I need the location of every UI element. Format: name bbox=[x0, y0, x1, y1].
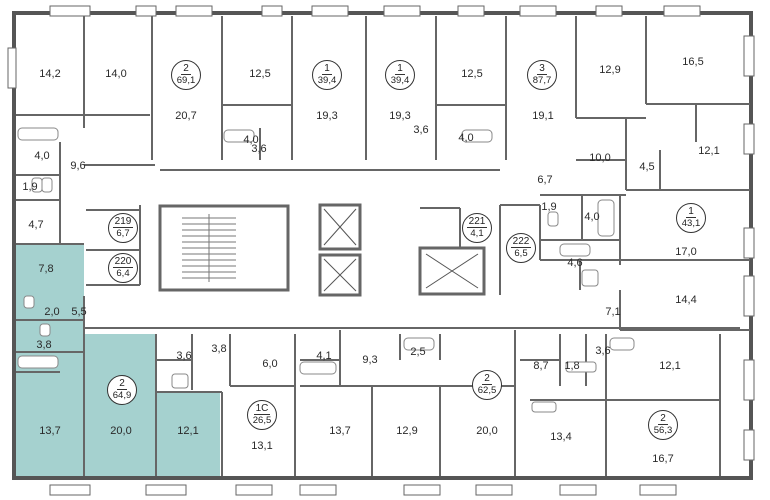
apartment-area: 39,4 bbox=[390, 75, 410, 86]
apartment-type: 220 bbox=[112, 256, 134, 268]
apartment-area: 6,5 bbox=[514, 248, 528, 259]
apartment-type: 1 bbox=[322, 63, 332, 75]
room-area: 19,3 bbox=[389, 110, 411, 122]
room-area: 20,0 bbox=[110, 425, 132, 437]
room-area: 7,8 bbox=[38, 263, 54, 275]
apartment-area: 43,1 bbox=[681, 218, 701, 229]
apartment-area: 26,5 bbox=[252, 415, 272, 426]
room-area: 4,0 bbox=[34, 150, 50, 162]
room-area: 4,0 bbox=[458, 132, 474, 144]
room-area: 4,0 bbox=[584, 211, 600, 223]
elevator-shafts bbox=[323, 208, 479, 292]
apartment-area: 62,5 bbox=[477, 385, 497, 396]
apartment-area: 69,1 bbox=[176, 75, 196, 86]
apartment-type: 2 bbox=[181, 63, 191, 75]
room-area: 2,5 bbox=[410, 346, 426, 358]
room-area: 16,5 bbox=[682, 56, 704, 68]
apartment-type: 2 bbox=[117, 378, 127, 390]
room-area: 1,9 bbox=[22, 181, 38, 193]
room-area: 3,6 bbox=[413, 124, 429, 136]
room-area: 6,7 bbox=[537, 174, 553, 186]
room-area: 14,0 bbox=[105, 68, 127, 80]
apartment-area: 39,4 bbox=[317, 75, 337, 86]
room-area: 9,6 bbox=[70, 160, 86, 172]
room-area: 4,7 bbox=[28, 219, 44, 231]
apartment-area: 6,7 bbox=[116, 228, 130, 239]
room-area: 14,2 bbox=[39, 68, 61, 80]
apartment-type: 1С bbox=[253, 403, 271, 415]
room-area: 20,0 bbox=[476, 425, 498, 437]
room-area: 8,7 bbox=[533, 360, 549, 372]
room-area: 19,1 bbox=[532, 110, 554, 122]
apartment-type: 2 bbox=[658, 413, 668, 425]
windows bbox=[7, 5, 755, 496]
room-area: 4,5 bbox=[639, 161, 655, 173]
apartment-area: 87,7 bbox=[532, 75, 552, 86]
apartment-type: 1 bbox=[686, 206, 696, 218]
room-area: 16,7 bbox=[652, 453, 674, 465]
room-area: 13,1 bbox=[251, 440, 273, 452]
room-area: 3,8 bbox=[36, 339, 52, 351]
room-area: 2,0 bbox=[44, 306, 60, 318]
apartment-area: 6,4 bbox=[116, 268, 130, 279]
room-area: 12,5 bbox=[461, 68, 483, 80]
room-area: 12,5 bbox=[249, 68, 271, 80]
room-area: 3,6 bbox=[176, 350, 192, 362]
apartment-type: 2 bbox=[482, 373, 492, 385]
apartment-area: 4,1 bbox=[470, 228, 484, 239]
room-area: 3,6 bbox=[251, 143, 267, 155]
room-area: 12,1 bbox=[659, 360, 681, 372]
room-area: 12,1 bbox=[698, 145, 720, 157]
highlighted-apartment[interactable] bbox=[16, 244, 220, 476]
fixtures bbox=[17, 127, 635, 413]
interior-walls bbox=[16, 16, 750, 476]
room-area: 3,6 bbox=[595, 345, 611, 357]
room-area: 4,0 bbox=[243, 134, 259, 146]
room-area: 17,0 bbox=[675, 246, 697, 258]
apartment-type: 3 bbox=[537, 63, 547, 75]
room-area: 19,3 bbox=[316, 110, 338, 122]
room-area: 1,9 bbox=[541, 201, 557, 213]
room-area: 12,1 bbox=[177, 425, 199, 437]
apartment-type: 1 bbox=[395, 63, 405, 75]
room-area: 13,7 bbox=[39, 425, 61, 437]
room-area: 3,8 bbox=[211, 343, 227, 355]
room-area: 5,5 bbox=[71, 306, 87, 318]
room-area: 4,1 bbox=[316, 350, 332, 362]
room-area: 6,0 bbox=[262, 358, 278, 370]
room-area: 13,7 bbox=[329, 425, 351, 437]
apartment-type: 219 bbox=[112, 216, 134, 228]
room-area: 4,6 bbox=[567, 257, 583, 269]
room-area: 12,9 bbox=[396, 425, 418, 437]
room-area: 7,1 bbox=[605, 306, 621, 318]
apartment-type: 222 bbox=[510, 236, 532, 248]
room-area: 9,3 bbox=[362, 354, 378, 366]
room-area: 14,4 bbox=[675, 294, 697, 306]
apartment-area: 56,3 bbox=[653, 425, 673, 436]
room-area: 1,8 bbox=[564, 360, 580, 372]
room-area: 13,4 bbox=[550, 431, 572, 443]
room-area: 12,9 bbox=[599, 64, 621, 76]
apartment-area: 64,9 bbox=[112, 390, 132, 401]
room-area: 10,0 bbox=[589, 152, 611, 164]
room-area: 20,7 bbox=[175, 110, 197, 122]
apartment-type: 221 bbox=[466, 216, 488, 228]
staircase bbox=[182, 214, 236, 282]
